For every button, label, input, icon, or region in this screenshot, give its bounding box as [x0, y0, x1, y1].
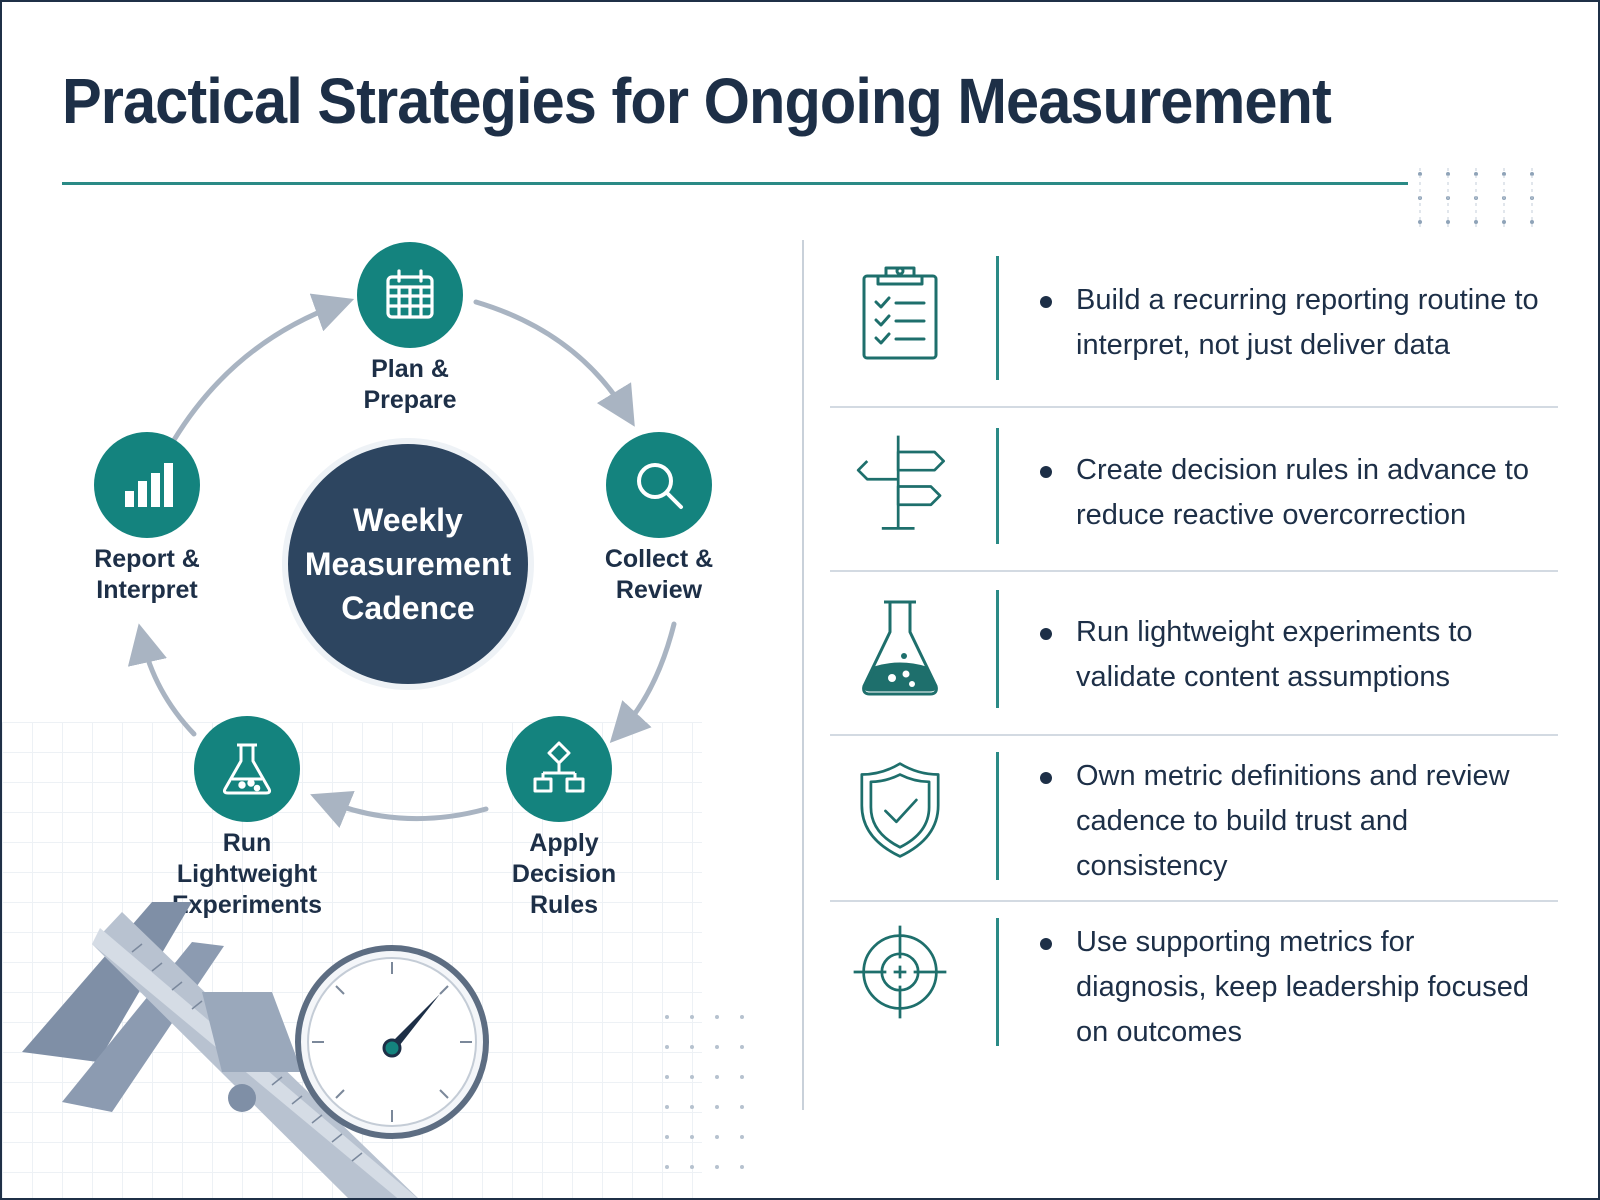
strategy-text: Create decision rules in advance to redu… [1076, 454, 1529, 531]
strategy-icon-wrap [850, 432, 950, 532]
arrow-collect-to-apply [609, 621, 677, 744]
step-label-report-interpret: Report & Interpret [94, 545, 200, 604]
cycle-center-label: Weekly Measurement Cadence [304, 502, 512, 626]
decorative-dot-grid-top [1418, 168, 1534, 228]
strategy-accent-bar [996, 428, 999, 544]
step-node-report-interpret [94, 432, 200, 538]
caliper-icon [22, 902, 418, 1198]
page-title: Practical Strategies for Ongoing Measure… [62, 65, 1332, 137]
step-node-plan-prepare [357, 242, 463, 348]
flask-icon [222, 743, 272, 795]
cycle-center-hub: Weekly Measurement Cadence [288, 444, 528, 684]
strategy-bullet [1040, 938, 1052, 950]
strategy-item-reporting-routine: Build a recurring reporting routine to i… [830, 254, 1558, 382]
step-label-run-experiments: Run Lightweight Experiments [171, 829, 323, 919]
arrow-apply-to-run [310, 790, 489, 828]
strategy-item-supporting-metrics: Use supporting metrics for diagnosis, ke… [830, 918, 1558, 1048]
step-node-run-experiments [194, 716, 300, 822]
strategy-icon-wrap [850, 598, 950, 698]
measurement-cycle-diagram: Weekly Measurement Cadence Plan & Prepar… [2, 2, 762, 1198]
strategy-accent-bar [996, 918, 999, 1046]
step-label-plan-prepare: Plan & Prepare [363, 355, 457, 414]
arrow-report-to-plan [171, 293, 355, 443]
flask-icon [862, 600, 938, 696]
step-node-apply-decision-rules [506, 716, 612, 822]
strategy-separator [830, 734, 1558, 736]
dial-gauge-icon [295, 945, 489, 1139]
decorative-dot-grid-bottom [665, 1015, 744, 1169]
strategy-text: Use supporting metrics for diagnosis, ke… [1076, 926, 1530, 1048]
strategy-item-metric-definitions: Own metric definitions and review cadenc… [830, 752, 1558, 882]
flowchart-icon [533, 741, 585, 793]
strategy-item-decision-rules: Create decision rules in advance to redu… [830, 428, 1558, 546]
step-label-apply-decision-rules: Apply Decision Rules [511, 829, 617, 919]
strategy-item-experiments: Run lightweight experiments to validate … [830, 590, 1558, 708]
strategy-bullet [1040, 628, 1052, 640]
calendar-icon [386, 269, 434, 319]
clipboard-checklist-icon [862, 266, 938, 360]
strategy-separator [830, 900, 1558, 902]
strategy-separator [830, 406, 1558, 408]
strategy-bullet [1040, 772, 1052, 784]
cycle-arrows [127, 293, 677, 828]
strategy-text: Run lightweight experiments to validate … [1076, 616, 1473, 693]
crosshair-target-icon [853, 925, 947, 1019]
step-label-collect-review: Collect & Review [604, 545, 714, 604]
title-underline [62, 182, 1408, 185]
column-divider [802, 240, 804, 1110]
magnifier-icon [637, 463, 683, 509]
strategy-bullet [1040, 296, 1052, 308]
strategy-icon-wrap [850, 760, 950, 860]
bar-chart-icon [125, 463, 173, 507]
strategy-bullet [1040, 466, 1052, 478]
arrow-run-to-report [127, 623, 197, 737]
signpost-icon [856, 435, 945, 530]
strategy-accent-bar [996, 752, 999, 880]
strategy-text: Own metric definitions and review cadenc… [1076, 760, 1510, 882]
step-node-collect-review [606, 432, 712, 538]
shield-check-icon [860, 762, 940, 858]
strategy-icon-wrap [850, 922, 950, 1022]
strategy-accent-bar [996, 590, 999, 708]
strategy-separator [830, 570, 1558, 572]
strategy-text: Build a recurring reporting routine to i… [1076, 284, 1539, 361]
caliper-and-gauge-illustration [22, 902, 489, 1198]
strategy-accent-bar [996, 256, 999, 380]
arrow-plan-to-collect [473, 299, 635, 427]
strategy-icon-wrap [850, 262, 950, 362]
